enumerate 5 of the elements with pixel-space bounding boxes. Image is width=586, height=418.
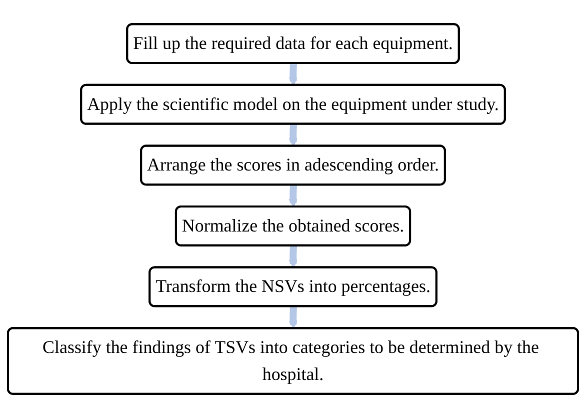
arrow: [288, 304, 298, 329]
arrow: [288, 62, 298, 86]
arrow: [288, 122, 298, 147]
arrow: [288, 183, 298, 208]
arrow: [288, 244, 298, 268]
